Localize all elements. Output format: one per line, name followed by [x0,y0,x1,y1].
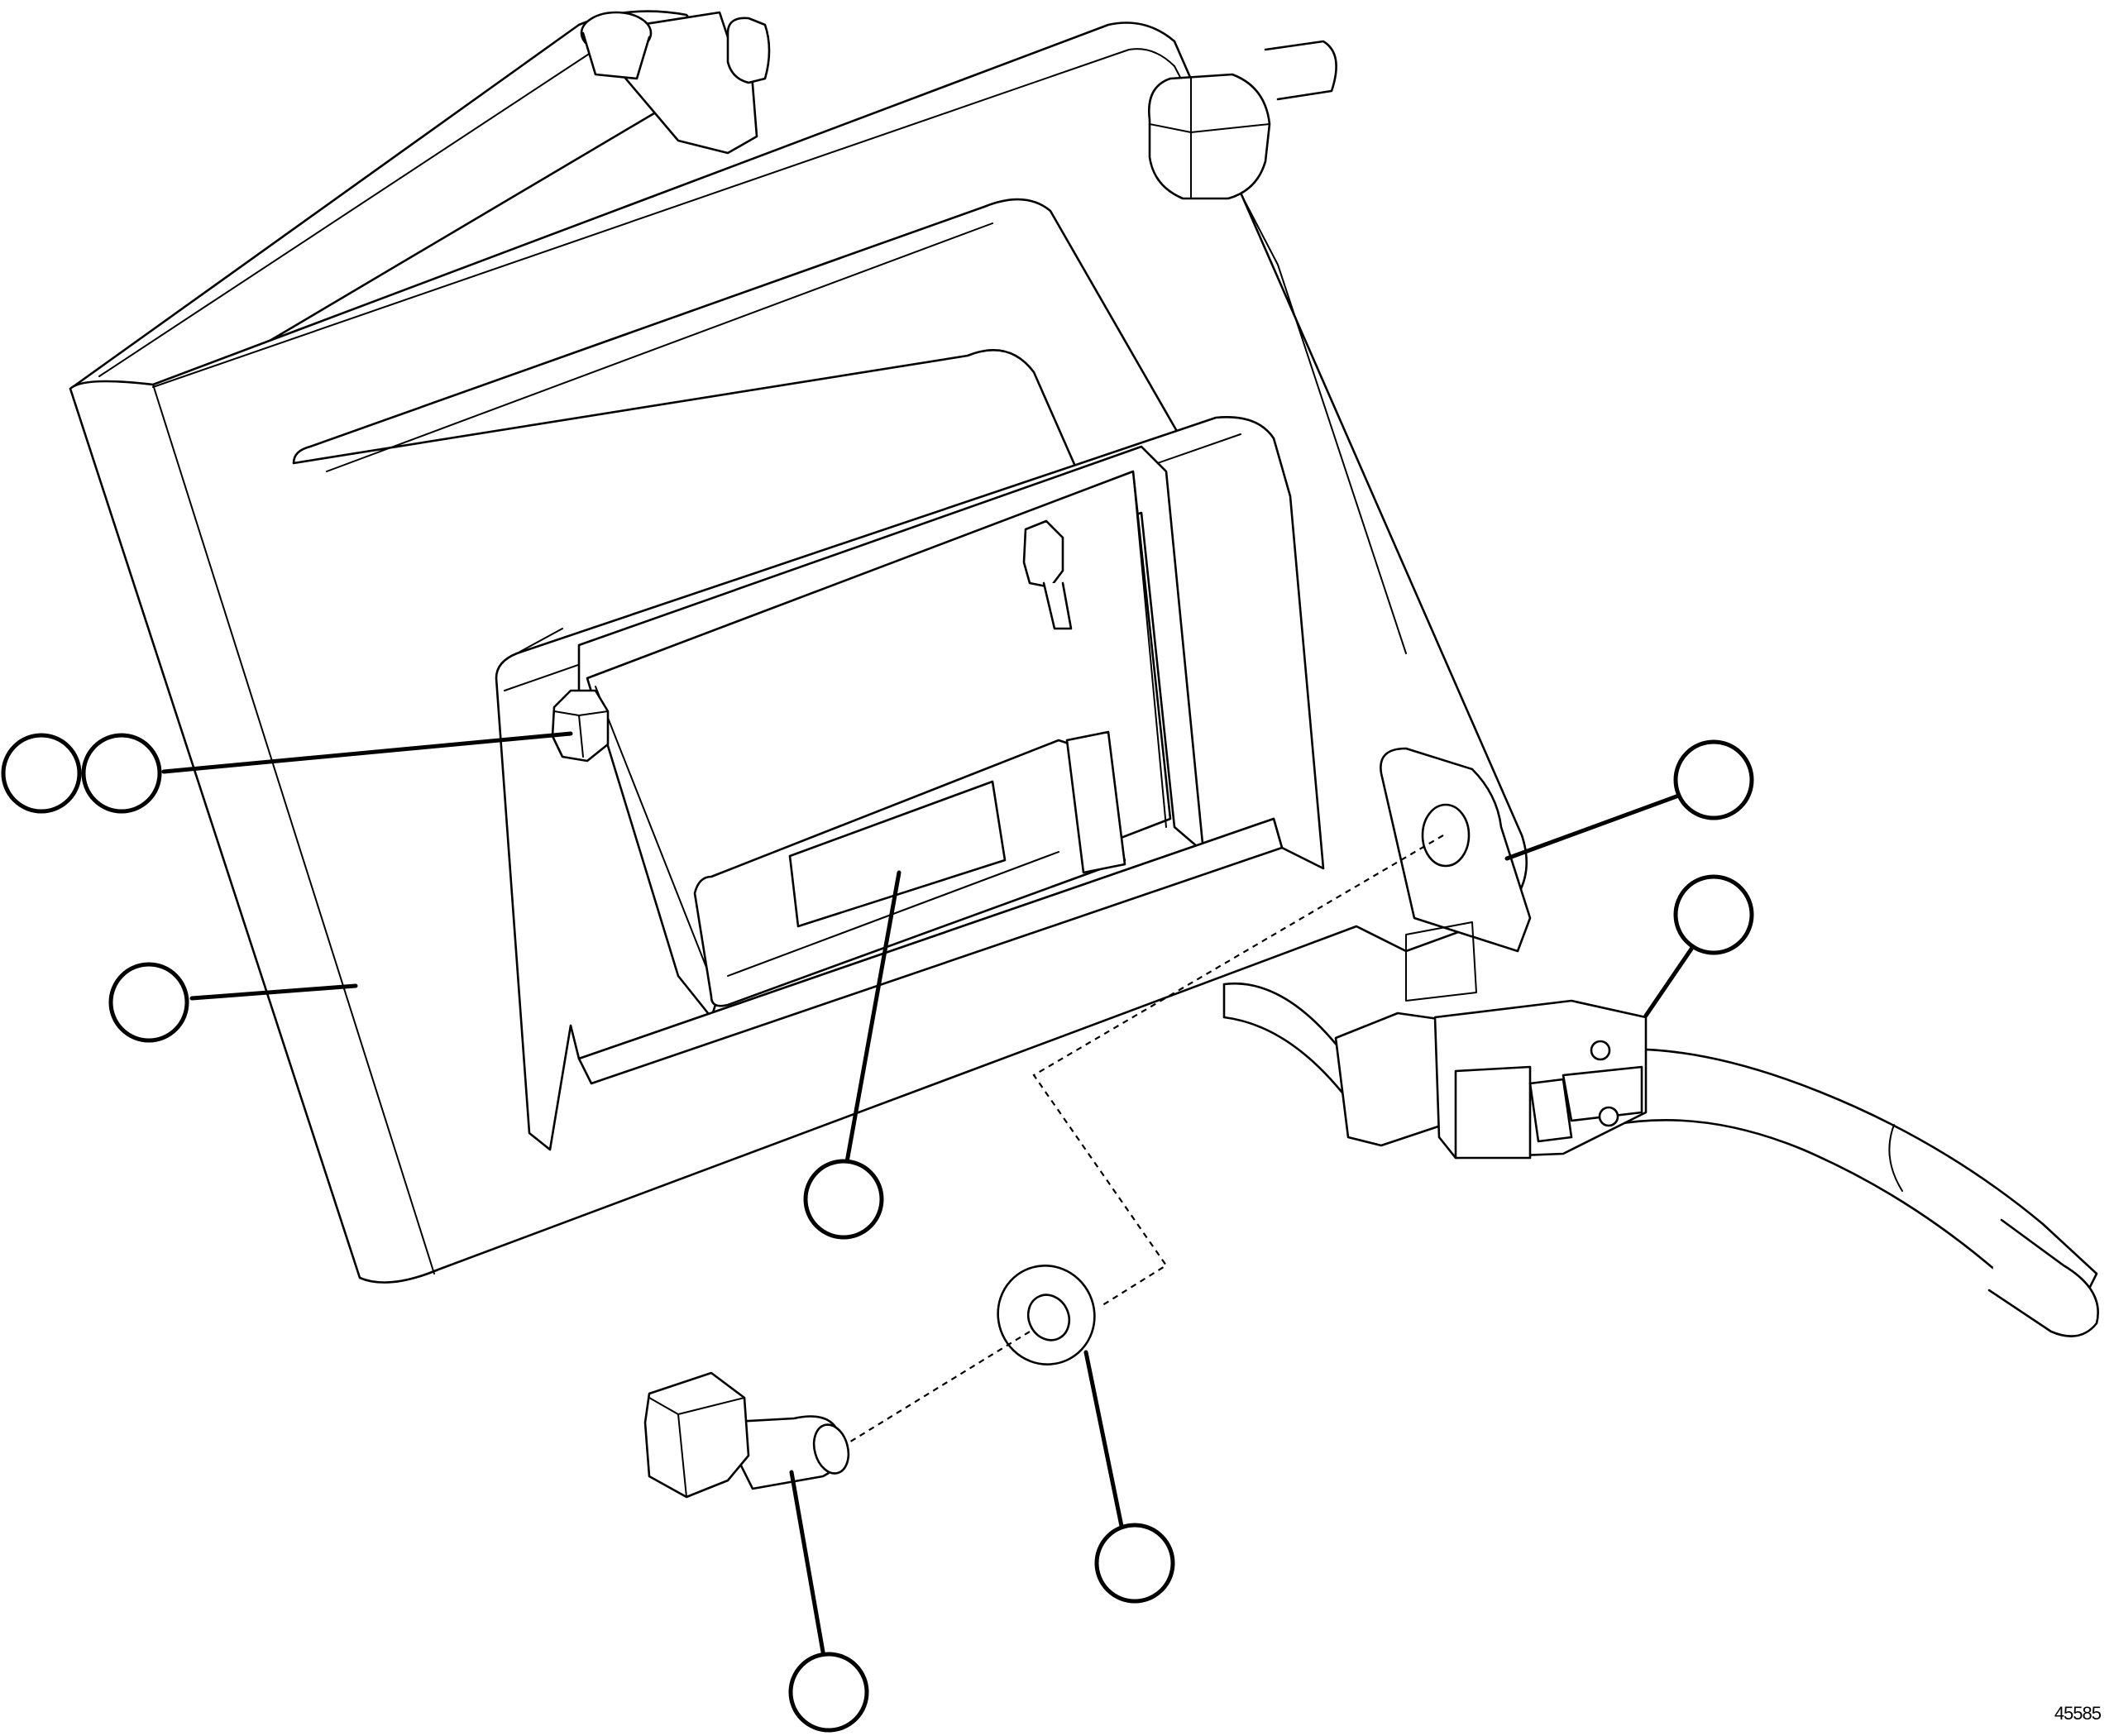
figure-id-label: 45585 [2054,1703,2102,1724]
callout-a [1,733,82,814]
leader-lines [161,731,1698,1659]
callout-c [108,962,189,1043]
assembly-guide-lines [847,835,1444,1444]
harness-connector [1334,921,1648,1160]
bolt [643,1371,850,1499]
inner-nut-left [551,689,610,763]
callout-e [1673,739,1754,820]
harness-cable [1222,982,2099,1337]
mounting-tab [1380,747,1532,953]
callout-d [803,1159,884,1240]
callout-g [1094,1523,1175,1604]
callout-bubbles [1,733,1754,1733]
top-right-nut [1148,40,1337,200]
callout-b [81,733,162,814]
callout-h [788,1652,869,1733]
display-housing [69,22,1528,1284]
inner-nut-right [1022,519,1073,630]
washer [997,1265,1096,1365]
top-stud [580,11,771,84]
callout-f [1673,874,1754,955]
